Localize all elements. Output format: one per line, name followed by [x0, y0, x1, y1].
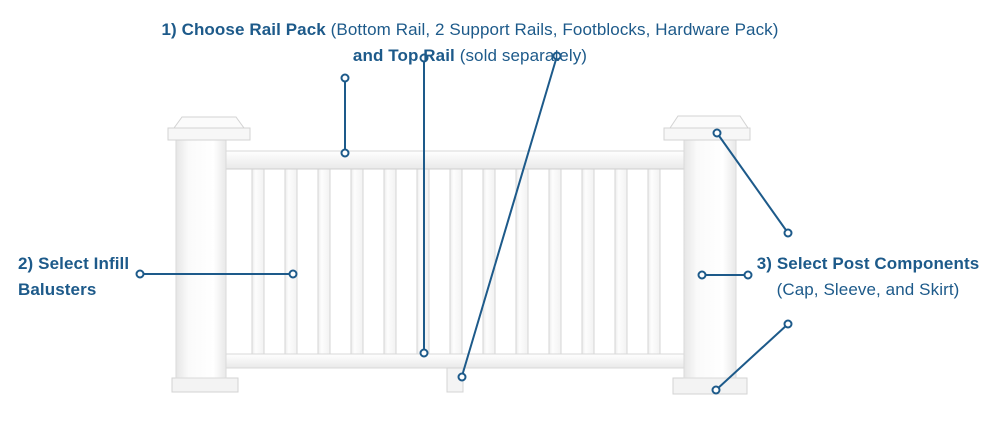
- callout-3-line-1: 3) Select Post Components: [756, 254, 980, 273]
- baluster: [614, 165, 628, 357]
- baluster: [317, 165, 331, 357]
- bottom-rail: [223, 353, 685, 369]
- right-post: [663, 115, 751, 395]
- callout-1-bold-2: and Top Rail: [352, 46, 455, 65]
- top-rail: [223, 150, 685, 170]
- baluster: [581, 165, 595, 357]
- leader-post-skirt: [715, 323, 789, 391]
- callout-2-line-2: Balusters: [18, 280, 97, 299]
- leader-post-cap: [716, 132, 789, 234]
- infill-balusters: [251, 165, 661, 357]
- baluster: [449, 165, 463, 357]
- baluster: [515, 165, 529, 357]
- callout-post-components: 3) Select Post Components (Cap, Sleeve, …: [748, 252, 988, 302]
- callout-2-line-1: 2) Select Infill: [18, 254, 130, 273]
- leader-footblock: [461, 55, 558, 377]
- leader-lines: [140, 55, 789, 391]
- baluster: [284, 165, 298, 357]
- leader-dots: [135, 51, 793, 395]
- baluster: [251, 165, 265, 357]
- left-post: [167, 116, 251, 393]
- baluster: [350, 165, 364, 357]
- callout-infill-balusters: 2) Select Infill Balusters: [18, 252, 158, 302]
- baluster: [548, 165, 562, 357]
- callout-1-regular-2: (sold separately): [454, 46, 588, 65]
- callout-1-regular-1: (Bottom Rail, 2 Support Rails, Footblock…: [325, 20, 779, 39]
- callout-3-line-2: (Cap, Sleeve, and Skirt): [776, 280, 960, 299]
- baluster: [383, 165, 397, 357]
- baluster: [647, 165, 661, 357]
- baluster: [482, 165, 496, 357]
- callout-rail-pack: 1) Choose Rail Pack (Bottom Rail, 2 Supp…: [140, 18, 800, 68]
- callout-1-bold-1: 1) Choose Rail Pack: [161, 20, 326, 39]
